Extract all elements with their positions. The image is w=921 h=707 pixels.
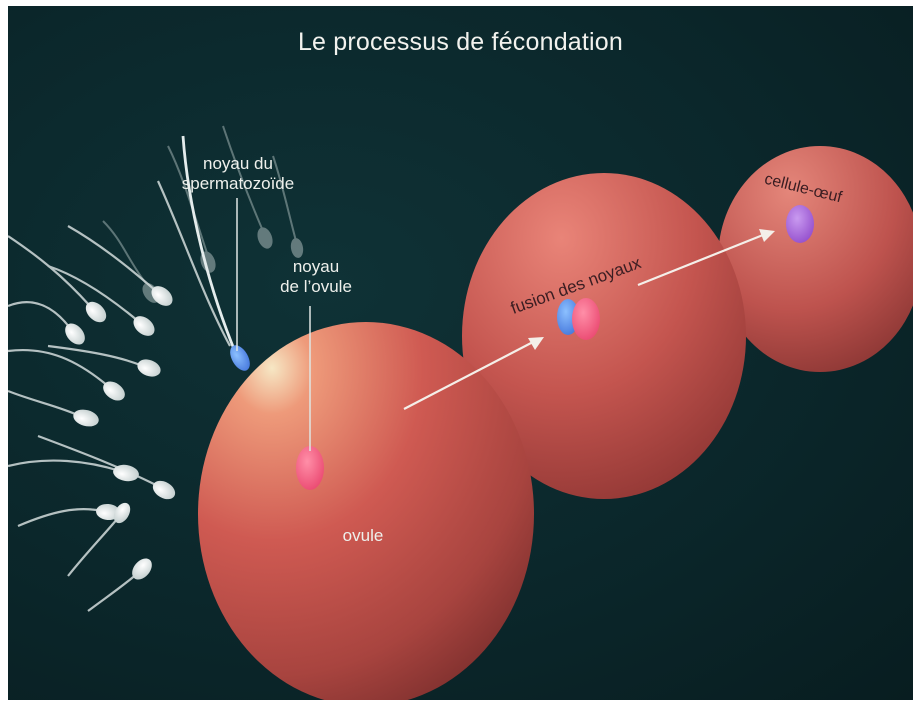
ovum-label: ovule	[342, 526, 384, 545]
fusion-cell	[462, 173, 746, 499]
sperm-nucleus-label-line1: noyau du	[203, 154, 273, 173]
arrow-ovum-to-fusion	[403, 337, 544, 410]
sperm-nucleus-label-line2: spermatozoïde	[181, 174, 295, 193]
diagram-canvas	[8, 125, 913, 700]
zygote-cell	[718, 146, 913, 372]
sperm-nucleus-label: noyau du spermatozoïde	[173, 154, 303, 194]
diagram-frame: Le processus de fécondation noyau du spe…	[8, 6, 913, 700]
ovum-nucleus-label-line1: noyau	[292, 257, 340, 276]
ovum-cell	[198, 322, 534, 700]
diagram-title: Le processus de fécondation	[297, 28, 624, 56]
ovum-nucleus-label: noyau de l’ovule	[266, 257, 366, 297]
ovum-nucleus	[296, 446, 324, 490]
fertilizing-sperm-head	[230, 345, 250, 371]
zygote-nucleus	[786, 205, 814, 243]
fertilizing-sperm-tail	[181, 135, 238, 355]
ovum-nucleus-fused	[572, 298, 600, 340]
arrow-fusion-to-zygote	[637, 229, 775, 287]
ovum-nucleus-label-line2: de l’ovule	[280, 277, 352, 296]
sperm-cells	[8, 180, 231, 612]
